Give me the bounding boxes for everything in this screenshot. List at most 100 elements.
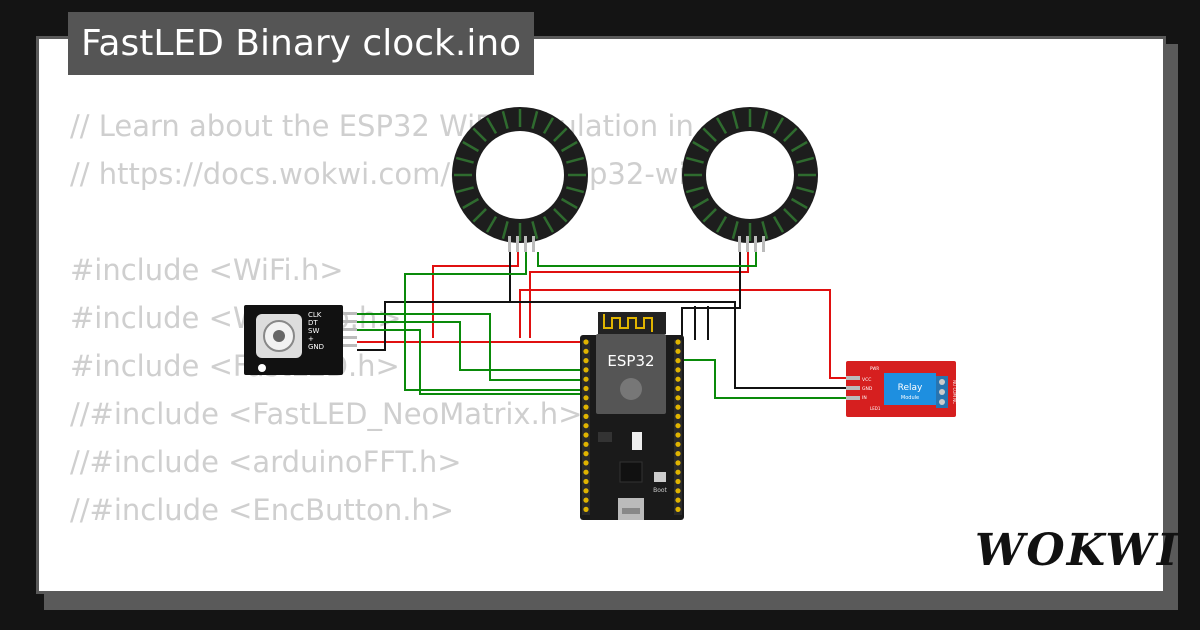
encoder-pin-label: GND — [308, 343, 324, 351]
led-ring-2[interactable] — [682, 107, 818, 252]
led-pixel — [553, 208, 568, 223]
esp32-pin[interactable] — [675, 460, 681, 466]
esp32-pin[interactable] — [583, 469, 589, 475]
esp32-pin[interactable] — [675, 497, 681, 503]
esp32-pin[interactable] — [583, 506, 589, 512]
svg-text:VCC: VCC — [862, 377, 871, 383]
led-pixel — [560, 140, 578, 153]
led-pixel — [462, 140, 480, 153]
encoder-pin-label: + — [308, 335, 314, 343]
esp32-pin[interactable] — [583, 432, 589, 438]
svg-text:PWR: PWR — [870, 366, 879, 371]
led-ring-1[interactable] — [452, 107, 588, 252]
led-pixel — [542, 215, 555, 233]
led-pixel — [692, 197, 710, 210]
esp32-pin[interactable] — [583, 395, 589, 401]
led-pixel — [501, 110, 509, 129]
esp32-pin[interactable] — [675, 488, 681, 494]
code-line: //#include <FastLED_NeoMatrix.h> — [70, 397, 583, 431]
led-pixel — [560, 197, 578, 210]
esp32-pin[interactable] — [675, 478, 681, 485]
code-line: //#include <arduinoFFT.h> — [70, 445, 462, 479]
esp32-pin[interactable] — [675, 367, 681, 373]
led-pixel — [783, 127, 798, 142]
led-pixel — [796, 156, 815, 164]
esp32-right-pins — [675, 339, 681, 512]
led-pixel — [790, 140, 808, 153]
esp32-pin[interactable] — [675, 506, 681, 512]
esp32-board[interactable]: ESP32 Boot — [580, 312, 684, 520]
esp32-pin[interactable] — [583, 460, 589, 466]
esp32-pin[interactable] — [675, 395, 681, 401]
led-pixel — [472, 127, 487, 142]
esp32-pin[interactable] — [675, 376, 681, 382]
code-line: // https://docs.wokwi.com/guides/esp32-w… — [70, 157, 705, 191]
led-pixel — [731, 221, 739, 240]
esp32-pin[interactable] — [583, 441, 589, 447]
led-pixel — [761, 221, 769, 240]
svg-text:Module: Module — [901, 395, 919, 401]
esp32-pin[interactable] — [583, 488, 589, 494]
esp32-pin[interactable] — [675, 358, 681, 364]
led-pixel — [731, 110, 739, 129]
led-pixel — [715, 215, 728, 233]
led-pixel — [566, 186, 585, 194]
wires — [357, 252, 850, 399]
esp32-pin[interactable] — [583, 497, 589, 503]
esp32-pin[interactable] — [583, 404, 589, 410]
esp32-pin[interactable] — [675, 441, 681, 447]
esp32-pin[interactable] — [675, 413, 681, 419]
led-pixel — [455, 156, 474, 164]
code-line: #define WIFI_SSID "Wokwi-GUEST" — [70, 582, 705, 591]
led-pixel — [501, 221, 509, 240]
esp32-pin[interactable] — [675, 348, 681, 354]
led-pixel — [531, 221, 539, 240]
esp32-pin[interactable] — [583, 451, 589, 457]
esp32-pin[interactable] — [583, 376, 589, 382]
led-pixel — [796, 186, 815, 194]
esp32-pin[interactable] — [675, 385, 681, 392]
encoder-pin-label: CLK — [308, 311, 322, 319]
esp32-pin[interactable] — [675, 339, 681, 345]
led-pixel — [702, 127, 717, 142]
svg-text:GND: GND — [862, 386, 873, 392]
led-pixel — [702, 208, 717, 223]
esp32-pin[interactable] — [675, 432, 681, 438]
led-pixel — [790, 197, 808, 210]
esp32-pin[interactable] — [583, 339, 589, 345]
relay-module[interactable]: Relay Module PWR LED1 VCC GND IN NO COM … — [846, 361, 957, 417]
svg-text:LED1: LED1 — [870, 406, 881, 411]
esp32-pin[interactable] — [583, 478, 589, 485]
esp32-pin[interactable] — [675, 404, 681, 410]
led-pixel — [685, 156, 704, 164]
esp32-pin[interactable] — [583, 413, 589, 419]
esp32-pin[interactable] — [675, 469, 681, 475]
led-pixel — [772, 215, 785, 233]
code-line: //#include <EncButton.h> — [70, 493, 455, 527]
esp32-pin[interactable] — [675, 423, 681, 429]
esp32-pin[interactable] — [675, 451, 681, 457]
encoder-pin-label: DT — [308, 319, 318, 327]
led-pixel — [685, 186, 704, 194]
led-pixel — [485, 117, 498, 135]
svg-text:IN: IN — [862, 395, 867, 401]
esp32-pin[interactable] — [583, 358, 589, 364]
led-pixel — [485, 215, 498, 233]
svg-text:NO COM NC: NO COM NC — [952, 380, 957, 404]
led-pixel — [761, 110, 769, 129]
led-pixel — [772, 117, 785, 135]
esp32-pin[interactable] — [583, 367, 589, 373]
esp32-pin[interactable] — [583, 385, 589, 392]
led-pixel — [531, 110, 539, 129]
project-title: FastLED Binary clock.ino — [68, 12, 535, 75]
code-line: #include <WiFi.h> — [70, 253, 344, 287]
wokwi-logo: WOKWI — [975, 525, 1180, 576]
esp32-pin[interactable] — [583, 423, 589, 429]
code-line: #include <FastLED.h> — [70, 349, 400, 383]
esp32-pin[interactable] — [583, 348, 589, 354]
svg-text:ESP32: ESP32 — [607, 352, 654, 370]
encoder-pin-label: SW — [308, 327, 319, 335]
